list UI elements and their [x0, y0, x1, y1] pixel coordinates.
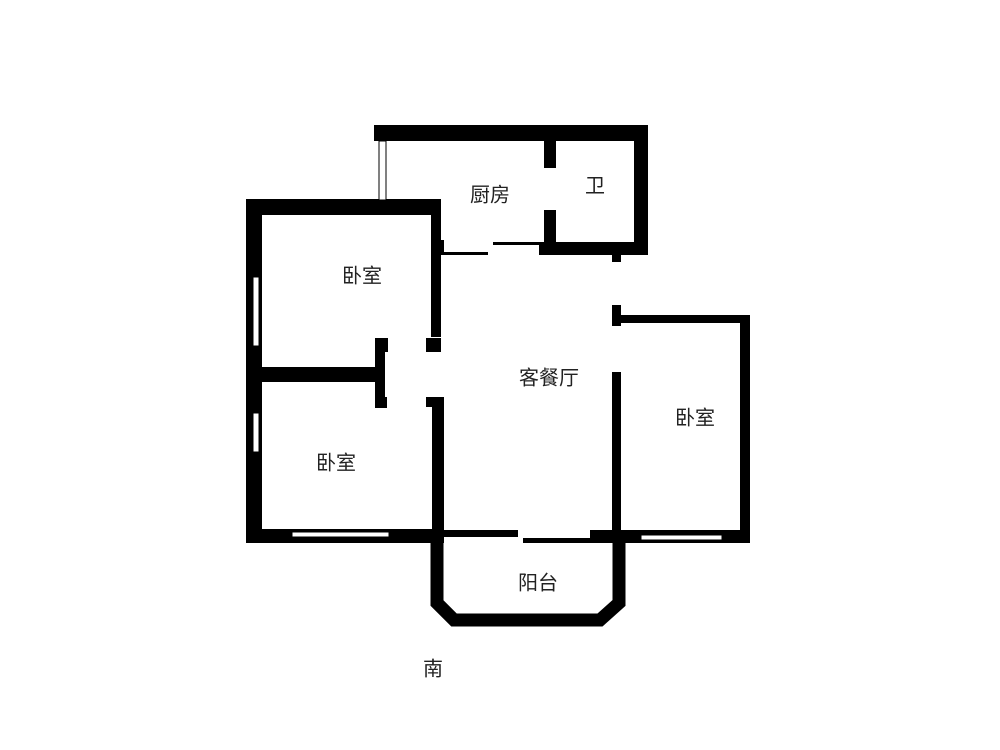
orientation-label: 南	[423, 656, 443, 681]
wall-kitchen-bath-upper	[544, 141, 556, 168]
wall-e-bedroom-right	[740, 315, 750, 543]
wall-nw-bedroom-right	[431, 215, 441, 337]
window-sw-bedroom	[291, 531, 390, 538]
room-label-bedroom-nw: 卧室	[342, 263, 382, 288]
window-e-bedroom	[640, 534, 723, 541]
wall-partition-serif	[375, 397, 387, 408]
wall-right-bath	[634, 125, 648, 255]
wall-partition-serif	[375, 338, 388, 352]
wall-balcony	[430, 543, 626, 627]
wall-nw-bedroom-top	[246, 199, 441, 215]
wall-stub	[441, 240, 444, 255]
wall-stub	[426, 338, 441, 352]
wall-living-bottom	[444, 530, 518, 537]
wall-bath-bottom	[539, 242, 648, 255]
wall-e-bedroom-top	[621, 315, 750, 323]
wall-top-kitchen	[374, 125, 648, 141]
wall-left-outer	[246, 199, 262, 543]
kitchen-threshold-line	[444, 252, 488, 255]
room-label-bedroom-sw: 卧室	[316, 450, 356, 475]
room-label-bedroom-e: 卧室	[675, 405, 715, 430]
wall-group	[246, 125, 750, 543]
room-label-bathroom: 卫	[585, 173, 605, 198]
window-nw-bedroom	[252, 276, 260, 347]
wall-partition-end	[375, 338, 385, 408]
wall-stub	[612, 305, 621, 326]
kitchen-threshold-line	[493, 242, 540, 245]
wall-partition	[262, 367, 385, 382]
window-sw-bedroom-side	[252, 412, 260, 453]
wall-e-bedroom-left	[612, 372, 621, 543]
wall-living-bottom	[523, 538, 593, 543]
room-label-kitchen: 厨房	[470, 182, 510, 207]
room-label-living-dining: 客餐厅	[519, 365, 579, 390]
wall-stub	[612, 255, 621, 262]
room-label-balcony: 阳台	[518, 570, 558, 595]
wall-stub	[426, 397, 438, 407]
wall-sw-bedroom-right	[432, 397, 444, 543]
window-kitchen	[378, 140, 387, 201]
